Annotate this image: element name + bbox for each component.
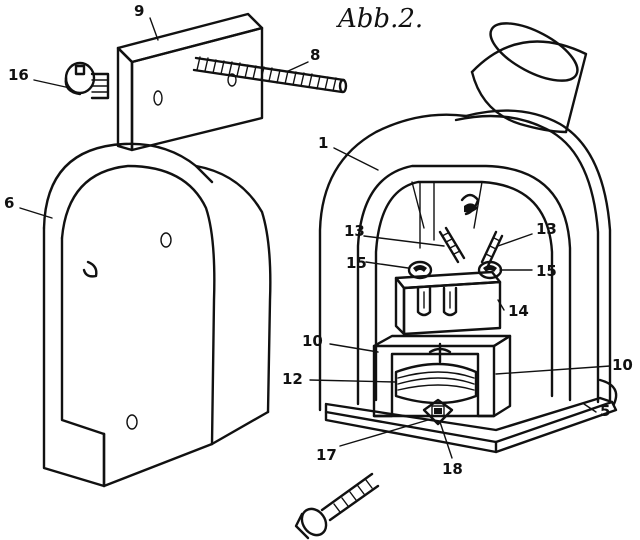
label-nut: 16: [8, 66, 29, 84]
terminal-block-part: [394, 270, 502, 336]
bottom-bolt-part: [294, 472, 380, 540]
nut-part: [64, 61, 110, 100]
label-cover: 6: [4, 194, 15, 212]
label-screw: 8: [310, 46, 321, 64]
figure-caption: Abb.2.: [338, 4, 424, 34]
label-spring-left: 13: [344, 222, 365, 240]
label-bolt-head: 18: [442, 460, 463, 478]
label-bracket-left: 10: [302, 332, 323, 350]
springs-part: [438, 193, 504, 268]
base-part: [324, 378, 618, 454]
label-spring-right: 13: [536, 220, 557, 238]
label-knob-left: 15: [346, 254, 367, 272]
label-housing: 1: [318, 134, 329, 152]
label-coil: 12: [282, 370, 303, 388]
plate-part: [116, 12, 264, 152]
label-plate: 9: [134, 2, 145, 20]
label-terminal-block: 14: [508, 302, 529, 320]
bolt-hole-part: [422, 398, 454, 426]
leader-lines: [19, 17, 611, 459]
arched-cover-part: [42, 142, 272, 488]
label-bracket-right: 10: [612, 356, 633, 374]
label-bolt-hole: 17: [316, 446, 337, 464]
label-knob-right: 15: [536, 262, 557, 280]
coil-part: [394, 342, 478, 405]
label-base: 5: [600, 402, 611, 420]
housing-part: [318, 22, 612, 412]
threaded-screw-part: [192, 56, 348, 94]
